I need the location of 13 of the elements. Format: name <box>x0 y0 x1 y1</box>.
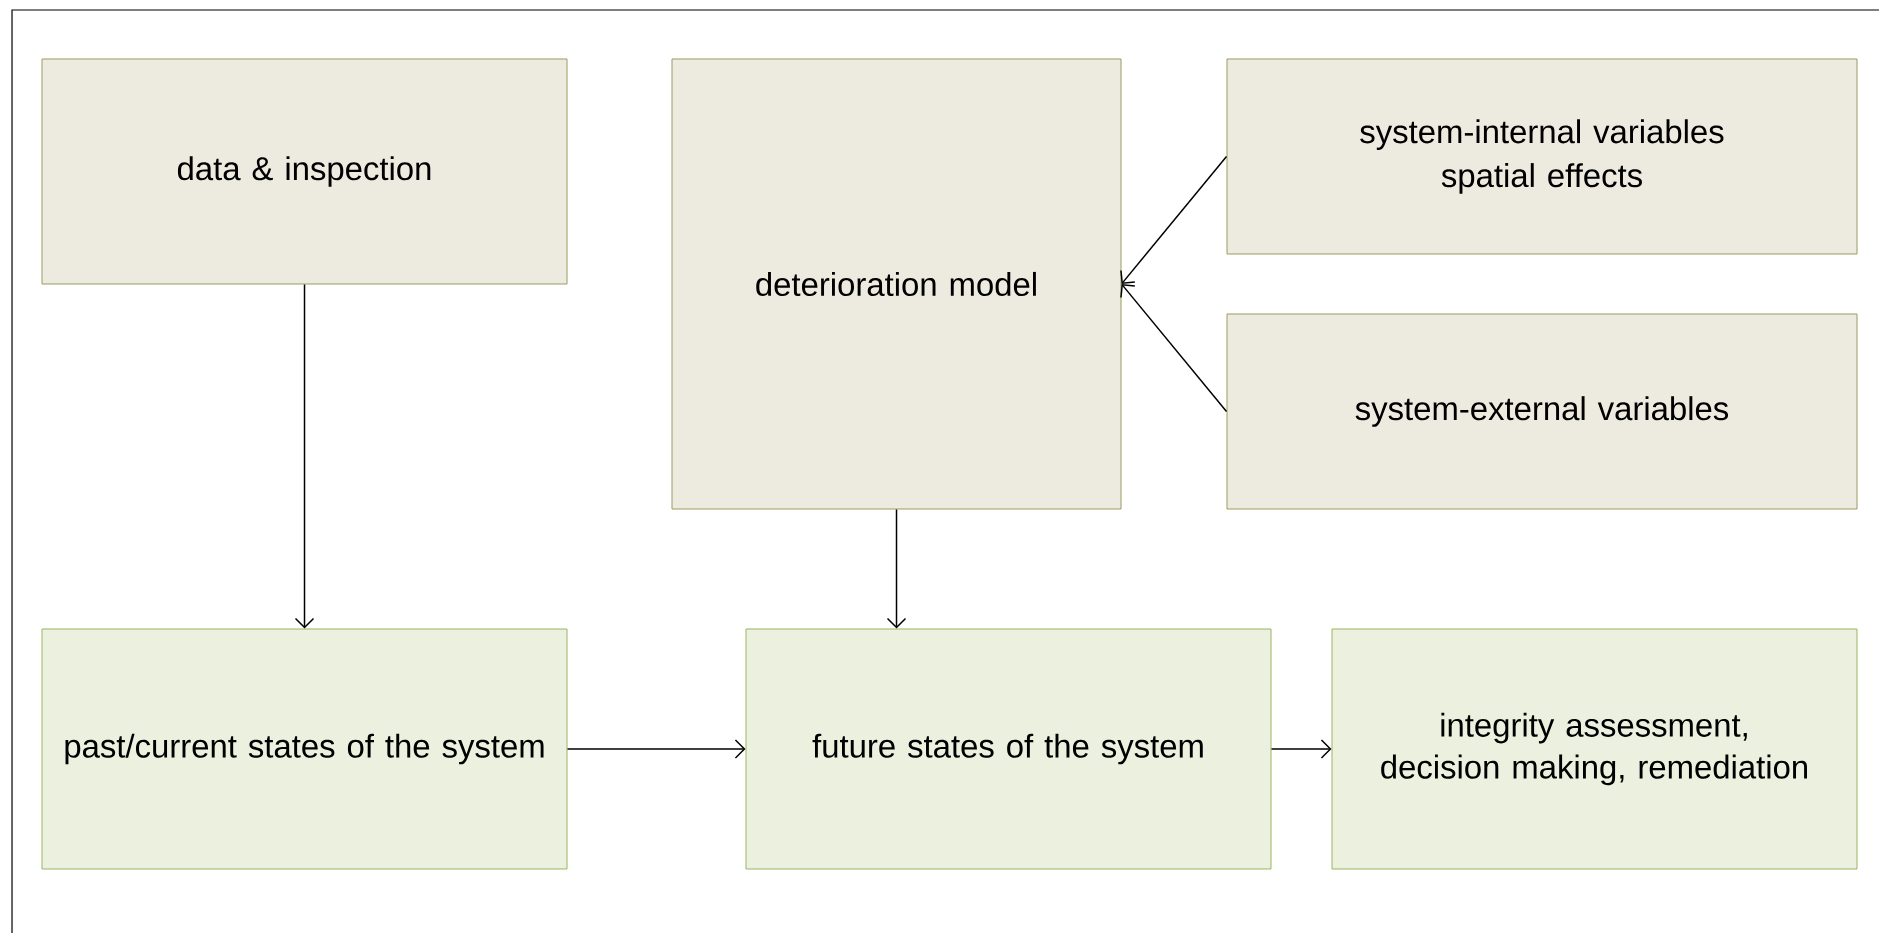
arrow <box>294 283 315 629</box>
arrow <box>566 739 746 759</box>
process-box: integrity assessment, decision making, remediation <box>1331 628 1858 870</box>
process-box: system-internal variables spatial effects <box>1226 58 1858 255</box>
arrow <box>1120 155 1228 284</box>
process-box: past/current states of the system <box>41 628 568 870</box>
process-box: system-external variables <box>1226 313 1858 510</box>
process-box: data & inspection <box>41 58 568 285</box>
process-box: future states of the system <box>745 628 1272 870</box>
arrow <box>1270 739 1332 759</box>
process-box: deterioration model <box>671 58 1122 510</box>
arrow <box>1120 284 1228 413</box>
arrow <box>886 508 907 629</box>
